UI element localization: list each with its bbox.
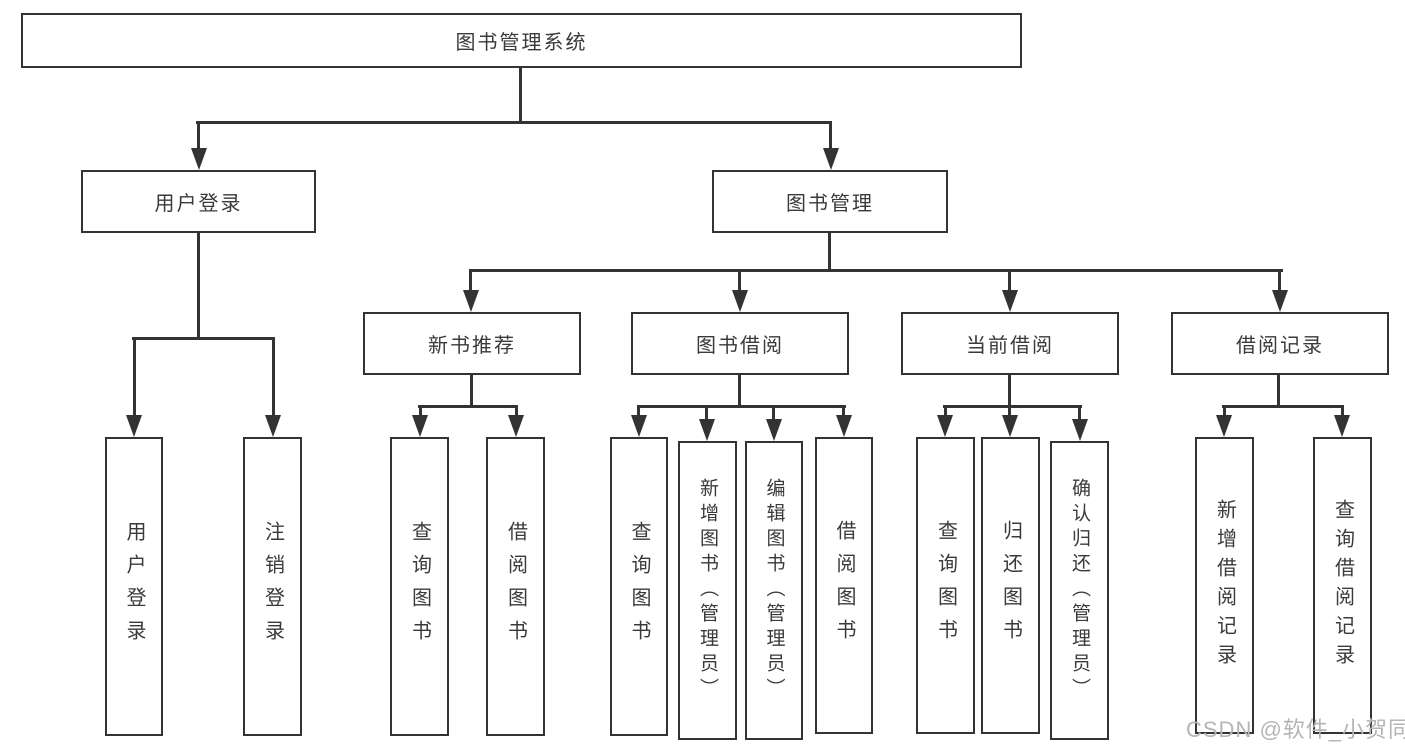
arrow-down-icon: [766, 419, 782, 441]
leaf-label: 查询图书: [628, 520, 650, 653]
leaf-return-book: 归还图书: [981, 437, 1040, 734]
arrow-down-icon: [191, 148, 207, 170]
connector-line: [1008, 269, 1011, 292]
node-new-book-label: 新书推荐: [428, 335, 516, 357]
leaf-label: 注销登录: [261, 520, 284, 653]
leaf-borrow-book-borrow: 借阅图书: [815, 437, 873, 734]
connector-line: [944, 405, 947, 415]
connector-line: [828, 233, 831, 272]
leaf-query-book-newbook: 查询图书: [390, 437, 449, 736]
node-current-borrow: 当前借阅: [901, 312, 1119, 375]
connector-line: [772, 405, 775, 419]
arrow-down-icon: [699, 419, 715, 441]
arrow-down-icon: [1002, 415, 1018, 437]
connector-line: [705, 405, 708, 419]
leaf-label: 用户登录: [123, 520, 145, 653]
arrow-down-icon: [937, 415, 953, 437]
arrow-down-icon: [1002, 290, 1018, 312]
node-book-mgmt: 图书管理: [712, 170, 948, 233]
connector-line: [469, 269, 1283, 272]
leaf-confirm-return-admin: 确认归还（管理员）: [1050, 441, 1109, 740]
arrow-down-icon: [463, 290, 479, 312]
connector-line: [1008, 375, 1011, 408]
arrow-down-icon: [732, 290, 748, 312]
connector-line: [469, 269, 472, 292]
connector-line: [1341, 405, 1344, 415]
arrow-down-icon: [265, 415, 281, 437]
connector-line: [829, 121, 832, 150]
connector-line: [419, 405, 422, 415]
connector-line: [197, 233, 200, 340]
node-current-borrow-label: 当前借阅: [966, 335, 1054, 357]
leaf-logout-login: 注销登录: [243, 437, 302, 736]
leaf-label: 借阅图书: [504, 520, 527, 653]
connector-line: [637, 405, 640, 415]
arrow-down-icon: [823, 148, 839, 170]
node-root-label: 图书管理系统: [455, 32, 588, 54]
connector-line: [515, 405, 518, 415]
node-book-borrow-label: 图书借阅: [696, 335, 784, 357]
connector-line: [132, 337, 275, 340]
leaf-label: 新增借阅记录: [1213, 498, 1236, 673]
connector-line: [1078, 405, 1081, 419]
arrow-down-icon: [412, 415, 428, 437]
node-user-login: 用户登录: [81, 170, 316, 233]
connector-line: [943, 405, 1082, 408]
arrow-down-icon: [508, 415, 524, 437]
leaf-user-login: 用户登录: [105, 437, 163, 736]
leaf-label: 新增图书（管理员）: [697, 478, 718, 703]
leaf-label: 编辑图书（管理员）: [763, 478, 785, 703]
connector-line: [133, 337, 136, 415]
leaf-query-borrow-record: 查询借阅记录: [1313, 437, 1372, 734]
connector-line: [418, 405, 518, 408]
leaf-label: 查询图书: [408, 520, 431, 653]
leaf-add-book-admin: 新增图书（管理员）: [678, 441, 737, 740]
leaf-edit-book-admin: 编辑图书（管理员）: [745, 441, 803, 740]
leaf-query-book-borrow: 查询图书: [610, 437, 668, 736]
node-book-mgmt-label: 图书管理: [786, 193, 874, 215]
arrow-down-icon: [1072, 419, 1088, 441]
arrow-down-icon: [126, 415, 142, 437]
leaf-borrow-book-newbook: 借阅图书: [486, 437, 545, 736]
connector-line: [470, 375, 473, 408]
node-borrow-records-label: 借阅记录: [1236, 335, 1324, 357]
leaf-label: 确认归还（管理员）: [1069, 478, 1090, 703]
arrow-down-icon: [1334, 415, 1350, 437]
connector-line: [519, 68, 522, 124]
connector-line: [738, 375, 741, 408]
connector-line: [197, 121, 200, 150]
connector-line: [1222, 405, 1344, 408]
leaf-label: 归还图书: [999, 519, 1022, 652]
watermark: CSDN @软件_小贺同学: [1186, 717, 1405, 742]
connector-line: [842, 405, 845, 415]
arrow-down-icon: [1272, 290, 1288, 312]
leaf-query-book-current: 查询图书: [916, 437, 975, 734]
connector-line: [738, 269, 741, 292]
node-user-login-label: 用户登录: [154, 193, 243, 215]
connector-line: [1008, 405, 1011, 415]
leaf-label: 查询借阅记录: [1331, 498, 1354, 673]
leaf-label: 借阅图书: [833, 519, 855, 652]
connector-line: [272, 337, 275, 415]
connector-line: [196, 121, 832, 124]
node-root: 图书管理系统: [21, 13, 1022, 68]
leaf-add-borrow-record: 新增借阅记录: [1195, 437, 1254, 734]
node-borrow-records: 借阅记录: [1171, 312, 1389, 375]
connector-line: [1277, 375, 1280, 408]
arrow-down-icon: [631, 415, 647, 437]
leaf-label: 查询图书: [934, 519, 957, 652]
arrow-down-icon: [1216, 415, 1232, 437]
connector-line: [1278, 269, 1281, 292]
node-book-borrow: 图书借阅: [631, 312, 849, 375]
connector-line: [637, 405, 846, 408]
node-new-book: 新书推荐: [363, 312, 581, 375]
arrow-down-icon: [836, 415, 852, 437]
connector-line: [1223, 405, 1226, 415]
